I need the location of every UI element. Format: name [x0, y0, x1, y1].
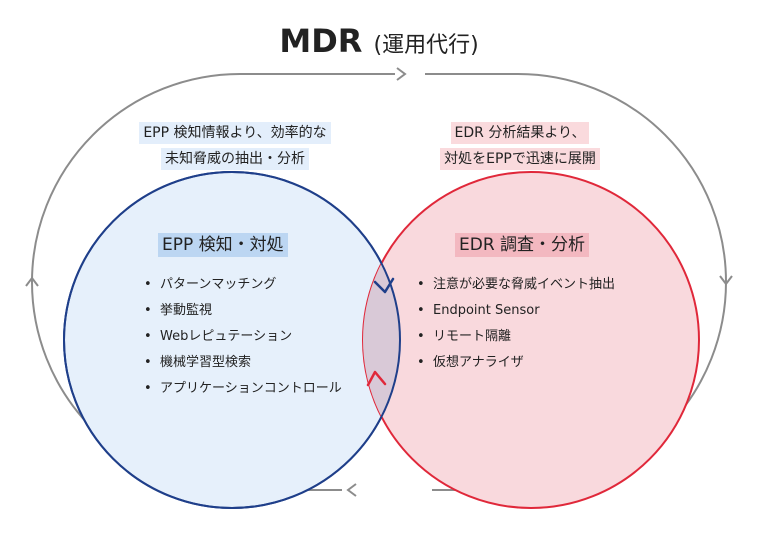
- epp-feature-list: パターンマッチング 挙動監視 Webレピュテーション 機械学習型検索 アプリケー…: [144, 272, 349, 402]
- epp-circle-outline: [63, 171, 401, 509]
- loop-arrowhead-right-icon: [719, 275, 733, 286]
- list-item: Webレピュテーション: [144, 324, 349, 350]
- list-item: リモート隔離: [417, 324, 632, 350]
- epp-heading: EPP 検知・対処: [158, 233, 288, 257]
- list-item: アプリケーションコントロール: [144, 376, 349, 402]
- title-sub: (運用代行): [373, 33, 478, 58]
- edr-heading: EDR 調査・分析: [455, 233, 590, 257]
- arrow-left-icon: [366, 370, 387, 387]
- list-item: 注意が必要な脅威イベント抽出: [417, 272, 632, 298]
- epp-caption: EPP 検知情報より、効率的な 未知脅威の抽出・分析: [115, 120, 355, 172]
- loop-arrowhead-left-icon: [25, 276, 39, 287]
- list-item: 機械学習型検索: [144, 350, 349, 376]
- epp-caption-line-1: EPP 検知情報より、効率的な: [139, 122, 331, 144]
- edr-caption: EDR 分析結果より、 対処をEPPで迅速に展開: [400, 120, 640, 172]
- edr-feature-list: 注意が必要な脅威イベント抽出 Endpoint Sensor リモート隔離 仮想…: [417, 272, 632, 376]
- edr-caption-line-2: 対処をEPPで迅速に展開: [440, 148, 600, 170]
- loop-arrowhead-bottom-icon: [346, 483, 357, 497]
- list-item: 仮想アナライザ: [417, 350, 632, 376]
- arrow-right-icon: [373, 277, 395, 294]
- list-item: 挙動監視: [144, 298, 349, 324]
- list-item: パターンマッチング: [144, 272, 349, 298]
- loop-arrowhead-top-icon: [396, 67, 407, 81]
- edr-caption-line-1: EDR 分析結果より、: [450, 122, 590, 144]
- title-main: MDR: [279, 22, 362, 60]
- diagram-title: MDR (運用代行): [279, 22, 478, 60]
- list-item: Endpoint Sensor: [417, 298, 632, 324]
- epp-caption-line-2: 未知脅威の抽出・分析: [161, 148, 309, 170]
